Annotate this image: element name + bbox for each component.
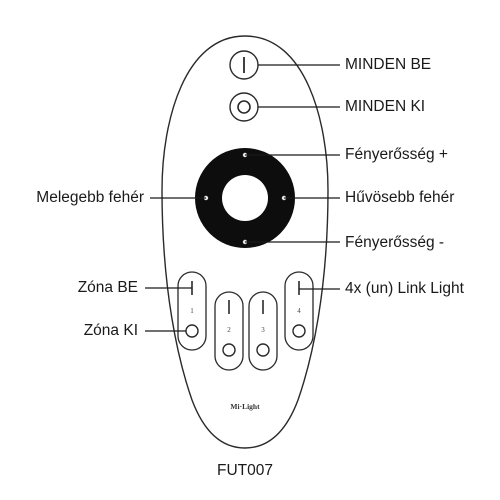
zone-off-icon	[222, 343, 236, 357]
label-all-on: MINDEN BE	[345, 56, 432, 73]
zone-4-button[interactable]	[284, 271, 314, 351]
zone-number-4: 4	[297, 307, 301, 315]
label-zone-on: Zóna BE	[77, 279, 138, 296]
label-all-off: MINDEN KI	[345, 98, 426, 115]
zone-number-2: 2	[227, 326, 231, 334]
zone-number-1: 1	[190, 307, 194, 315]
leader-lines	[145, 64, 340, 332]
power-off-icon	[237, 100, 251, 114]
model-caption: FUT007	[217, 462, 273, 479]
dial-center	[222, 175, 268, 221]
color-temp-dial[interactable]	[195, 148, 295, 248]
zone-off-icon	[292, 324, 306, 338]
label-brightness-up: Fényerősség +	[345, 146, 448, 163]
label-brightness-down: Fényerősség -	[345, 234, 445, 251]
label-warmer-white: Melegebb fehér	[36, 189, 144, 206]
all-on-button[interactable]	[229, 50, 259, 80]
zone-number-3: 3	[261, 326, 265, 334]
zone-3-button[interactable]	[248, 291, 278, 371]
label-link-light: 4x (un) Link Light	[345, 280, 464, 297]
zone-2-button[interactable]	[214, 291, 244, 371]
brand-logo: Mi·Light	[230, 402, 260, 411]
label-zone-off: Zóna KI	[83, 322, 138, 339]
label-cooler-white: Hűvösebb fehér	[345, 189, 455, 206]
zone-off-icon	[256, 343, 270, 357]
all-off-button[interactable]	[229, 92, 259, 122]
